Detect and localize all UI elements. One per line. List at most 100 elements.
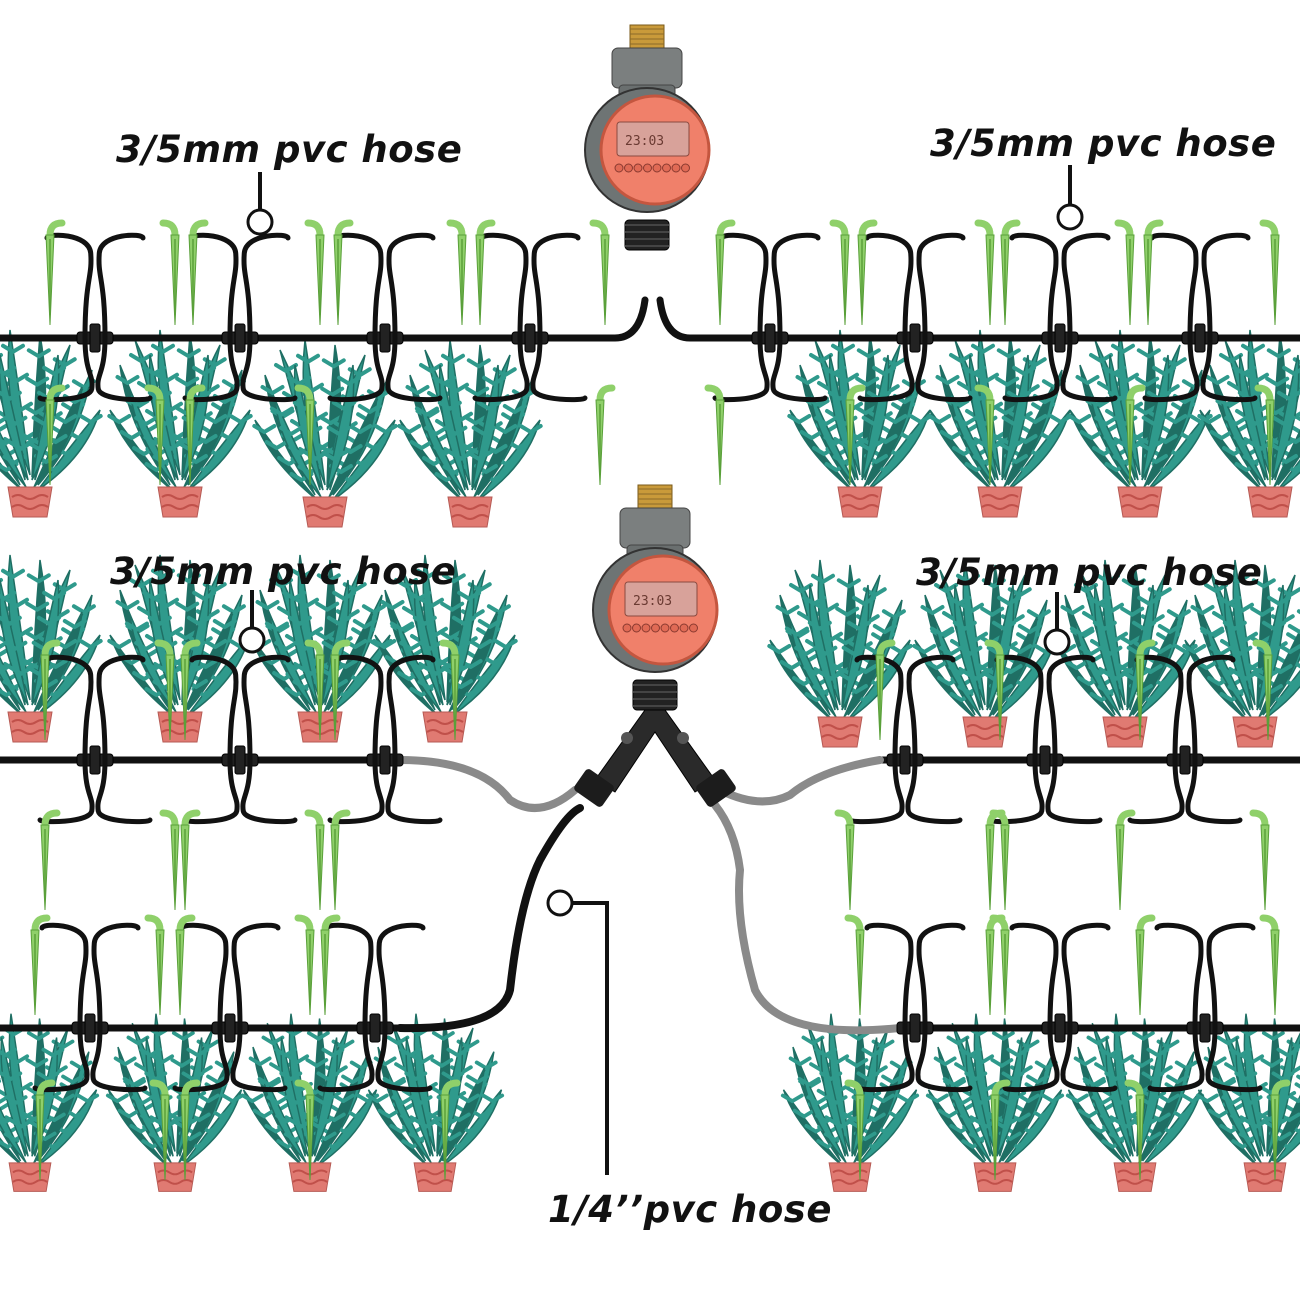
drip-stake-icon bbox=[595, 384, 616, 486]
drip-hose bbox=[905, 757, 963, 825]
tee-connector-icon bbox=[1166, 745, 1204, 775]
hoses-layer bbox=[0, 232, 1300, 1093]
drip-hose bbox=[96, 232, 146, 341]
drip-hose bbox=[1186, 654, 1236, 763]
drip-stake-icon bbox=[294, 384, 315, 486]
drip-hose bbox=[91, 922, 141, 1031]
drip-hose bbox=[770, 335, 828, 403]
drip-stake-icon bbox=[1135, 639, 1156, 741]
drip-hose bbox=[1002, 335, 1060, 403]
drip-stake-icon bbox=[1254, 384, 1275, 486]
drip-stake-icon bbox=[829, 219, 850, 326]
drip-stake-icon bbox=[180, 809, 201, 911]
drip-hose bbox=[916, 232, 966, 341]
label-hose-mid-left: 3/5mm pvc hose bbox=[110, 550, 457, 593]
drip-stake-icon bbox=[45, 384, 66, 486]
tee-connector-icon bbox=[366, 745, 404, 775]
callout-main-hose bbox=[546, 889, 609, 1175]
drip-hose bbox=[1127, 757, 1185, 825]
drip-hose bbox=[375, 1025, 433, 1093]
drip-hose bbox=[1009, 922, 1059, 1031]
tee-connector-icon bbox=[511, 323, 549, 353]
drip-stake-icon bbox=[154, 639, 175, 741]
potted-plant-icon bbox=[372, 554, 518, 743]
tee-connector-icon bbox=[751, 323, 789, 353]
drip-hose bbox=[189, 232, 239, 341]
drip-stake-icon bbox=[144, 384, 165, 486]
drip-stake-icon bbox=[294, 1079, 315, 1181]
drip-stake-icon bbox=[149, 1079, 170, 1181]
drip-stake-icon bbox=[30, 914, 51, 1016]
drip-hose bbox=[386, 654, 436, 763]
drip-hose bbox=[240, 757, 298, 825]
potted-plant-icon bbox=[107, 329, 253, 518]
drip-stake-icon bbox=[974, 219, 995, 326]
stakes-layer bbox=[30, 219, 1291, 1181]
drip-hose bbox=[231, 922, 281, 1031]
tee-connector-icon bbox=[1041, 323, 1079, 353]
potted-plant-icon bbox=[1065, 1013, 1205, 1192]
drip-stake-icon bbox=[144, 914, 165, 1016]
drip-stake-icon bbox=[333, 219, 354, 326]
drip-stake-icon bbox=[40, 639, 61, 741]
drip-stake-icon bbox=[175, 914, 196, 1016]
drip-hose bbox=[864, 922, 914, 1031]
drip-hose bbox=[479, 232, 529, 341]
drip-hose bbox=[712, 335, 770, 403]
tee-connector-icon bbox=[1026, 745, 1064, 775]
drip-hose bbox=[189, 654, 239, 763]
drip-hose bbox=[1201, 232, 1251, 341]
potted-plant-icon bbox=[252, 339, 398, 528]
drip-hose bbox=[44, 232, 94, 341]
label-hose-top-left: 3/5mm pvc hose bbox=[116, 128, 463, 171]
drip-stake-icon bbox=[1259, 914, 1280, 1016]
drip-stake-icon bbox=[475, 219, 496, 326]
timer-display: 23:03 bbox=[633, 594, 672, 609]
drip-hose bbox=[327, 335, 385, 403]
label-hose-top-right: 3/5mm pvc hose bbox=[930, 122, 1277, 165]
tee-connector-icon bbox=[211, 1013, 249, 1043]
drip-hose bbox=[1060, 1025, 1118, 1093]
drip-stake-icon bbox=[188, 219, 209, 326]
drip-stake-icon bbox=[1143, 219, 1164, 326]
drip-stake-icon bbox=[159, 809, 180, 911]
potted-plant-icon bbox=[397, 339, 543, 528]
drip-stake-icon bbox=[294, 914, 315, 1016]
drip-hose bbox=[915, 1025, 973, 1093]
drip-hose bbox=[987, 757, 1045, 825]
drip-hose bbox=[182, 335, 240, 403]
drip-hose bbox=[864, 232, 914, 341]
callout-mid-right bbox=[1043, 592, 1071, 656]
tee-connector-icon bbox=[76, 323, 114, 353]
drip-hose bbox=[847, 757, 905, 825]
drip-hose bbox=[44, 654, 94, 763]
callout-mid-left bbox=[238, 590, 266, 654]
potted-plant-icon bbox=[105, 1013, 245, 1192]
drip-hose bbox=[385, 335, 443, 403]
drip-stake-icon bbox=[440, 1079, 461, 1181]
potted-plant-icon bbox=[1197, 329, 1300, 518]
drip-stake-icon bbox=[875, 639, 896, 741]
drip-hose bbox=[857, 335, 915, 403]
plants-layer bbox=[0, 329, 1300, 1192]
tee-connector-icon bbox=[896, 1013, 934, 1043]
drip-hose bbox=[37, 757, 95, 825]
drip-stake-icon bbox=[589, 219, 610, 326]
drip-hose bbox=[241, 654, 291, 763]
drip-hose bbox=[95, 757, 153, 825]
drip-hose bbox=[1149, 232, 1199, 341]
drip-hose bbox=[240, 335, 298, 403]
drip-hose bbox=[1200, 335, 1258, 403]
drip-hose bbox=[531, 232, 581, 341]
drip-hose bbox=[1134, 654, 1184, 763]
drip-hose bbox=[771, 232, 821, 341]
drip-stake-icon bbox=[330, 809, 351, 911]
drip-hose bbox=[96, 654, 146, 763]
drip-stake-icon bbox=[704, 384, 725, 486]
drip-stake-icon bbox=[1249, 809, 1270, 911]
drip-hose bbox=[854, 654, 904, 763]
main-hose bbox=[0, 296, 649, 342]
drip-hose bbox=[230, 1025, 288, 1093]
potted-plant-icon bbox=[767, 559, 913, 748]
